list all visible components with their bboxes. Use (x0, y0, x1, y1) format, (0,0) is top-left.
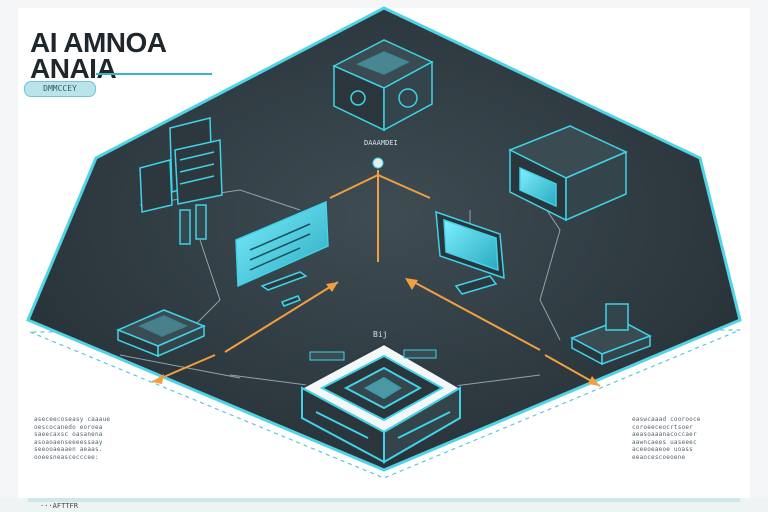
central-hub (299, 342, 462, 464)
left-text-line: ooeesneascecccee: (34, 453, 99, 461)
arrows (151, 170, 601, 387)
left-text-line: seeooaeaaen aeaas. (34, 446, 103, 453)
footer-text: ···AFTTFR (40, 502, 78, 510)
right-text-line: aawncaees uaseeec (632, 438, 697, 446)
junction-node (372, 157, 384, 169)
arrow-to-left-device (224, 281, 339, 353)
device-left (116, 309, 206, 358)
left-text-line: aseceecoseasy caaaue (34, 416, 111, 423)
device-right (570, 303, 652, 366)
arrow-right-server (377, 174, 431, 199)
workstation-right (435, 125, 628, 295)
footer-bar: ···AFTTFR (0, 498, 768, 512)
right-text-line: aceeoeaeoe uoass (632, 446, 693, 453)
right-text-line: aeasoaaanacoccaer (632, 431, 697, 438)
arrow-to-right-device (409, 279, 541, 351)
title-line-2: ANAIA (30, 53, 117, 84)
left-text-line: asoaoaenseeeessaay (34, 438, 103, 446)
arrow-heads (152, 278, 600, 386)
page-title: A​I AMNOA ANAIA (30, 27, 167, 84)
right-text-line: coroeeceocrtsoer (632, 423, 693, 431)
server-rack-left (139, 117, 223, 245)
left-text-line: oescocanedo eoroea (34, 423, 103, 431)
arrow-left-server (329, 174, 379, 199)
hub-label: Bij (373, 330, 387, 339)
title-line-1: A​I AMNOA (30, 27, 167, 58)
right-description: easwcaaad coorooce coroeeceocrtsoer aeas… (632, 416, 742, 461)
server-node-top (332, 39, 434, 132)
left-text-line: saeecaxsc oasanena (34, 431, 103, 438)
right-text-line: easwcaaad coorooce (632, 416, 701, 423)
title-underline (96, 73, 212, 75)
server-label: DAAAMDEI (364, 139, 398, 147)
footer-accent (28, 498, 740, 502)
subtitle-badge: DMMCCEY (24, 81, 96, 97)
top-label: Bij (377, 25, 391, 34)
right-text-line: eeaocescoeoene (632, 453, 686, 461)
left-description: aseceecoseasy caaaue oescocanedo eoroea … (34, 416, 144, 461)
monitor-left (235, 200, 329, 307)
